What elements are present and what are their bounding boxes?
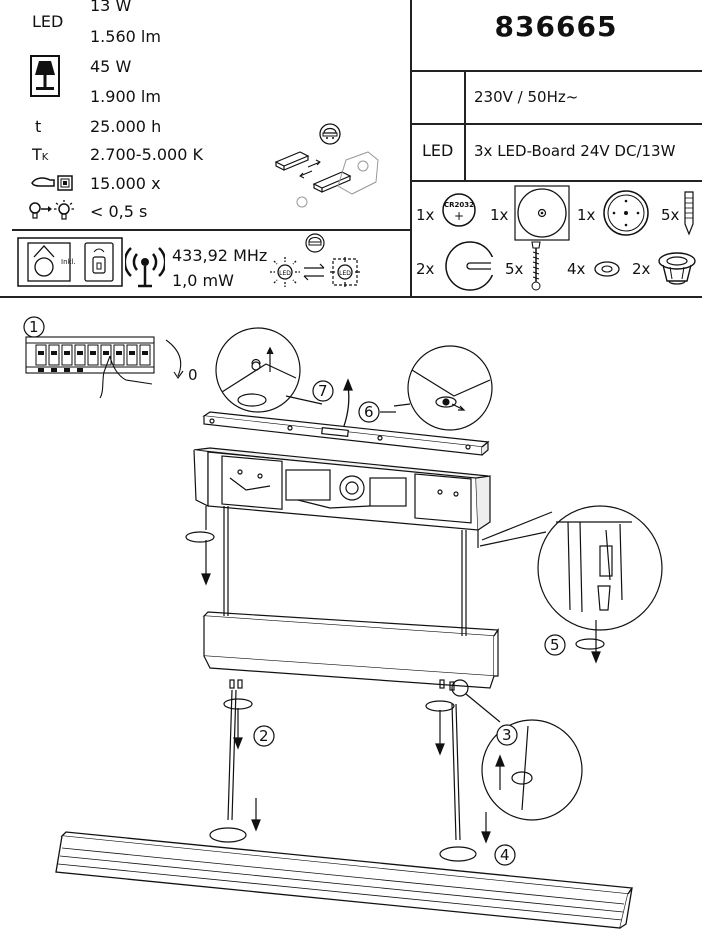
remote-power: 1,0 mW [172,271,234,290]
step-5-label: 5 [550,636,560,654]
voltage-value: 230V / 50Hz~ [474,88,579,106]
screw-count: 5x [505,260,524,278]
disc-count: 1x [490,206,509,224]
battery-label: CR2032 [443,201,474,209]
table-divider-vertical [464,70,466,180]
circuit-breaker-illustration [25,336,184,399]
suspension-wires [223,506,467,841]
driver-replacement-illustration [274,123,379,208]
lowering-arrows [251,798,491,844]
radio-antenna-icon [125,247,165,288]
battery-icon [442,193,476,227]
lamp-lumen: 1.900 lm [90,87,161,106]
washer-icon [594,261,620,277]
led-board-label: LED [422,141,454,160]
lifetime-value: 25.000 h [90,117,162,136]
header-bottom-border [0,296,702,298]
table-divider-horizontal [410,70,702,72]
detail-callout-6 [380,345,493,431]
step-2-label: 2 [259,727,269,745]
box-fixing-screws [185,506,479,586]
cable-end-caps [209,827,477,862]
cover-count: 2x [416,260,435,278]
specs-divider [12,229,410,231]
step-1-label: 1 [29,318,39,336]
washer-count: 4x [567,260,586,278]
led-watt: 13 W [90,0,132,15]
led-lumen: 1.560 lm [90,27,161,46]
luminaire-bar [55,831,634,929]
led-small-label-left: LED [279,270,291,277]
startup-time-value: < 0,5 s [90,202,148,221]
detail-callout-3 [451,679,583,821]
color-temp-label: TK [32,145,48,168]
cable-grommet-icon [658,252,696,285]
screw-icon [531,241,541,291]
battery-plus: + [453,209,465,223]
remote-control-box [17,237,123,287]
ceiling-cover-icon [445,241,502,291]
table-lamp-icon [30,55,60,97]
cable-grips [223,679,455,756]
grommet-count: 2x [632,260,651,278]
step-3-label: 3 [502,726,512,744]
detail-callout-7 [215,327,323,413]
product-code: 836665 [494,10,618,43]
holder-plate-icon [603,190,649,236]
canopy-cover [202,611,500,689]
lift-arrow [343,378,353,427]
startup-time-icon [29,200,74,220]
table-divider-horizontal [410,180,702,182]
led-color-switch-illustration: LED LED [270,233,360,287]
led-small-label-right: LED [339,270,351,277]
color-temp-subscript: K [41,152,49,163]
step-4-label: 4 [500,846,510,864]
table-divider-horizontal [410,123,702,125]
switch-cycles-value: 15.000 x [90,174,161,193]
remote-frequency: 433,92 MHz [172,246,268,265]
table-divider-vertical [410,0,412,296]
step-number-circles [23,316,566,866]
mounting-disc-icon [514,185,570,241]
assembly-diagram [23,316,663,929]
detail-callout-5 [479,505,663,664]
switch-cycles-icon [31,175,73,191]
wall-anchor-icon [684,191,694,236]
step-6-label: 6 [364,403,374,421]
battery-count: 1x [416,206,435,224]
led-board-value: 3x LED-Board 24V DC/13W [474,142,676,160]
switch-off-label: 0 [188,366,198,384]
lifetime-label: t [35,117,42,136]
remote-included-label: Inkl. [61,258,76,266]
ceiling-canopy-housing [193,447,491,531]
mounting-bracket [202,411,490,456]
color-temp-value: 2.700-5.000 K [90,145,203,164]
lamp-watt: 45 W [90,57,132,76]
color-temp-symbol: T [32,145,42,164]
anchor-count: 5x [661,206,680,224]
step-7-label: 7 [318,382,328,400]
holder-count: 1x [577,206,596,224]
led-label: LED [32,12,64,31]
